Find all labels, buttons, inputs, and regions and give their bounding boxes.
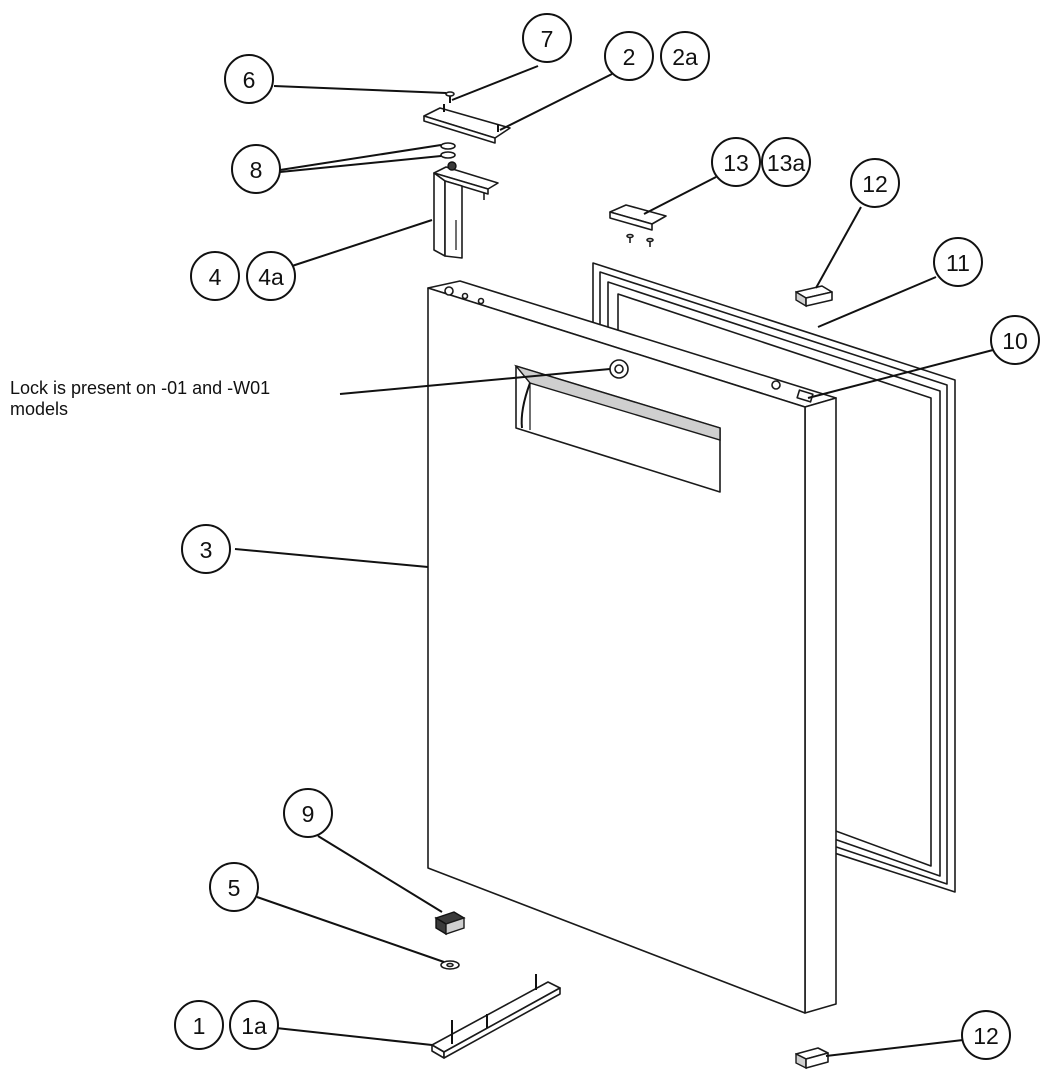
svg-text:1a: 1a xyxy=(241,1013,267,1039)
hinge-hole xyxy=(444,286,454,296)
svg-text:8: 8 xyxy=(250,157,263,183)
callout-13: 13 xyxy=(711,137,761,187)
svg-text:1: 1 xyxy=(193,1013,206,1039)
callout-10: 10 xyxy=(990,315,1040,365)
callout-4: 4 xyxy=(190,251,240,301)
callout-12-top: 12 xyxy=(850,158,900,208)
callout-1: 1 xyxy=(174,1000,224,1050)
callout-9: 9 xyxy=(283,788,333,838)
callout-2a: 2a xyxy=(660,31,710,81)
door-handle xyxy=(513,364,721,493)
callout-6: 6 xyxy=(224,54,274,104)
callout-2: 2 xyxy=(604,31,654,81)
door-lock xyxy=(609,359,629,379)
svg-text:4a: 4a xyxy=(258,264,284,290)
svg-text:10: 10 xyxy=(1002,328,1028,354)
svg-text:2a: 2a xyxy=(672,44,698,70)
hinge-hole xyxy=(477,297,485,305)
svg-text:13a: 13a xyxy=(767,150,806,176)
screw-part-6 xyxy=(445,91,455,103)
callout-13a: 13a xyxy=(761,137,811,187)
svg-text:3: 3 xyxy=(200,537,213,563)
leader-lines xyxy=(234,65,994,1057)
svg-text:12: 12 xyxy=(862,171,888,197)
svg-text:4: 4 xyxy=(209,264,222,290)
svg-text:13: 13 xyxy=(723,150,749,176)
washers-part-8 xyxy=(440,142,456,159)
callout-11: 11 xyxy=(933,237,983,287)
svg-text:5: 5 xyxy=(228,875,241,901)
callout-5: 5 xyxy=(209,862,259,912)
callout-1a: 1a xyxy=(229,1000,279,1050)
plug-part-12-bottom xyxy=(795,1047,829,1070)
hinge-hole xyxy=(461,292,469,300)
door-panel xyxy=(427,280,837,1014)
strike-plate-part-13 xyxy=(609,204,667,247)
svg-text:6: 6 xyxy=(243,67,256,93)
callout-8: 8 xyxy=(231,144,281,194)
callout-4a: 4a xyxy=(246,251,296,301)
svg-text:12: 12 xyxy=(973,1023,999,1049)
bottom-hinge-part-1 xyxy=(431,974,561,1059)
hinge-bracket-part-4 xyxy=(433,161,499,259)
bushing-part-9 xyxy=(434,911,466,936)
hinge-plate-part-2 xyxy=(423,104,511,144)
plug-part-12-top xyxy=(795,285,833,308)
svg-text:7: 7 xyxy=(541,26,554,52)
svg-text:11: 11 xyxy=(946,250,970,276)
callout-12-bottom: 12 xyxy=(961,1010,1011,1060)
latch-hole xyxy=(771,380,781,390)
lock-note-line2: models xyxy=(10,399,68,419)
lock-note: Lock is present on -01 and -W01 models xyxy=(10,378,270,419)
washer-part-5 xyxy=(440,960,460,970)
svg-text:9: 9 xyxy=(302,801,315,827)
callout-7: 7 xyxy=(522,13,572,63)
svg-text:2: 2 xyxy=(623,44,636,70)
callout-3: 3 xyxy=(181,524,231,574)
lock-note-line1: Lock is present on -01 and -W01 xyxy=(10,378,270,398)
